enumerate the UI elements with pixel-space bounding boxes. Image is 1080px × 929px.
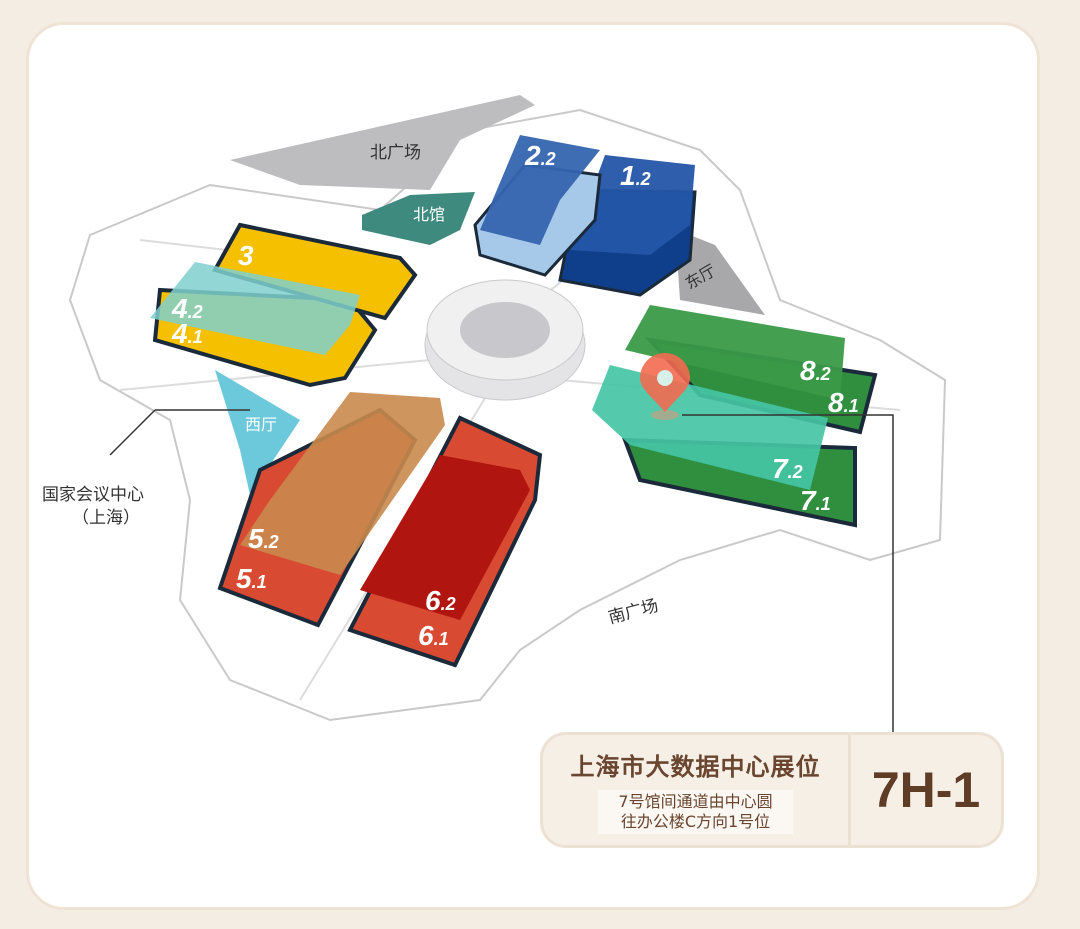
ncc-label-sub: （上海） xyxy=(72,508,140,528)
hall-2-2[interactable] xyxy=(480,135,600,245)
ncc-label: 国家会议中心 xyxy=(42,485,144,505)
north-plaza-label: 北广场 xyxy=(370,143,421,163)
hall-label-7-1: 7.1 xyxy=(800,485,831,516)
hall-label-6-1: 6.1 xyxy=(418,620,449,651)
booth-info-card: 上海市大数据中心展位 7号馆间通道由中心圆 往办公楼C方向1号位 7H-1 xyxy=(540,732,1004,848)
hall-8-2[interactable] xyxy=(625,305,845,400)
booth-directions-line2: 往办公楼C方向1号位 xyxy=(620,811,771,831)
hall-label-4-2: 4.2 xyxy=(171,293,203,324)
west-hall[interactable] xyxy=(215,370,300,495)
hall-label-3: 3 xyxy=(238,240,254,271)
hall-4-2[interactable] xyxy=(150,262,360,355)
hall-6-2[interactable] xyxy=(360,455,530,620)
hall-3[interactable] xyxy=(212,222,418,321)
south-plaza-label: 南广场 xyxy=(606,596,660,629)
hall-5-2[interactable] xyxy=(240,392,445,575)
location-pin-icon[interactable] xyxy=(640,353,690,420)
hall-label-5-1: 5.1 xyxy=(236,563,267,594)
west-hall-label: 西厅 xyxy=(245,415,277,434)
north-hall-label: 北馆 xyxy=(413,205,445,224)
hall-label-8-2: 8.2 xyxy=(800,355,831,386)
booth-directions: 7号馆间通道由中心圆 往办公楼C方向1号位 xyxy=(598,789,793,834)
hall-1-2[interactable] xyxy=(570,155,695,255)
booth-number: 7H-1 xyxy=(871,762,981,818)
hall-label-6-2: 6.2 xyxy=(425,585,456,616)
leader-line xyxy=(682,414,894,735)
east-hall[interactable] xyxy=(678,235,765,315)
north-hall[interactable] xyxy=(362,192,475,245)
central-ring-hole xyxy=(460,302,550,358)
booth-info: 上海市大数据中心展位 7号馆间通道由中心圆 往办公楼C方向1号位 xyxy=(543,735,851,845)
booth-number-box: 7H-1 xyxy=(851,735,1001,845)
booth-directions-line1: 7号馆间通道由中心圆 xyxy=(618,791,773,811)
north-plaza[interactable] xyxy=(230,95,535,190)
booth-title: 上海市大数据中心展位 xyxy=(570,752,821,781)
